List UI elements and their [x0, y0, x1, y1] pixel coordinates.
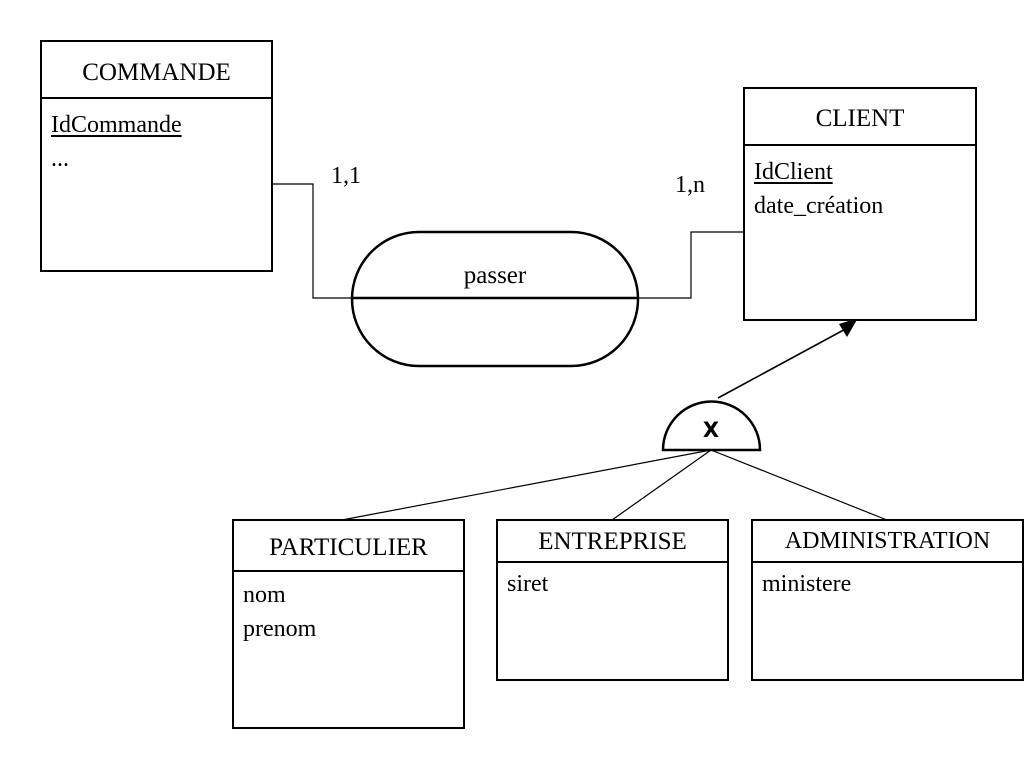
entity-administration[interactable]: ADMINISTRATION ministere	[751, 519, 1024, 681]
link-commande-passer	[272, 183, 352, 299]
attribute-idcommande: IdCommande	[51, 112, 182, 138]
attribute-ellipsis: ...	[51, 146, 69, 172]
entity-particulier-attributes: nom prenom	[234, 572, 463, 646]
generalization-arrow-line	[717, 325, 852, 399]
generalization-constraint: X	[702, 418, 720, 442]
entity-commande[interactable]: COMMANDE IdCommande ...	[40, 40, 273, 272]
attribute-siret: siret	[507, 571, 549, 597]
entity-entreprise-name: ENTREPRISE	[498, 521, 727, 563]
entity-administration-attributes: ministere	[753, 563, 1022, 601]
attribute-idclient: IdClient	[754, 159, 833, 185]
link-passer-client	[638, 231, 744, 299]
link-gen-entreprise	[611, 449, 712, 521]
entity-client[interactable]: CLIENT IdClient date_création	[743, 87, 977, 321]
entity-client-name: CLIENT	[745, 89, 975, 146]
attribute-date-creation: date_création	[754, 193, 884, 219]
generalization-semicircle	[661, 400, 762, 452]
entity-particulier-name: PARTICULIER	[234, 521, 463, 572]
entity-commande-attributes: IdCommande ...	[42, 99, 271, 176]
association-passer-label[interactable]: passer	[463, 262, 527, 289]
generalization-arrow-head	[839, 318, 858, 337]
link-gen-administration	[710, 449, 888, 521]
entity-entreprise[interactable]: ENTREPRISE siret	[496, 519, 729, 681]
entity-entreprise-attributes: siret	[498, 563, 727, 601]
entity-client-attributes: IdClient date_création	[745, 146, 975, 223]
attribute-ministere: ministere	[762, 571, 852, 597]
entity-administration-name: ADMINISTRATION	[753, 521, 1022, 563]
cardinality-client: 1,n	[675, 172, 705, 198]
link-gen-particulier	[341, 449, 712, 521]
attribute-nom: nom	[243, 582, 286, 608]
attribute-prenom: prenom	[243, 616, 317, 642]
entity-commande-name: COMMANDE	[42, 42, 271, 99]
entity-particulier[interactable]: PARTICULIER nom prenom	[232, 519, 465, 729]
cardinality-commande: 1,1	[331, 163, 361, 189]
